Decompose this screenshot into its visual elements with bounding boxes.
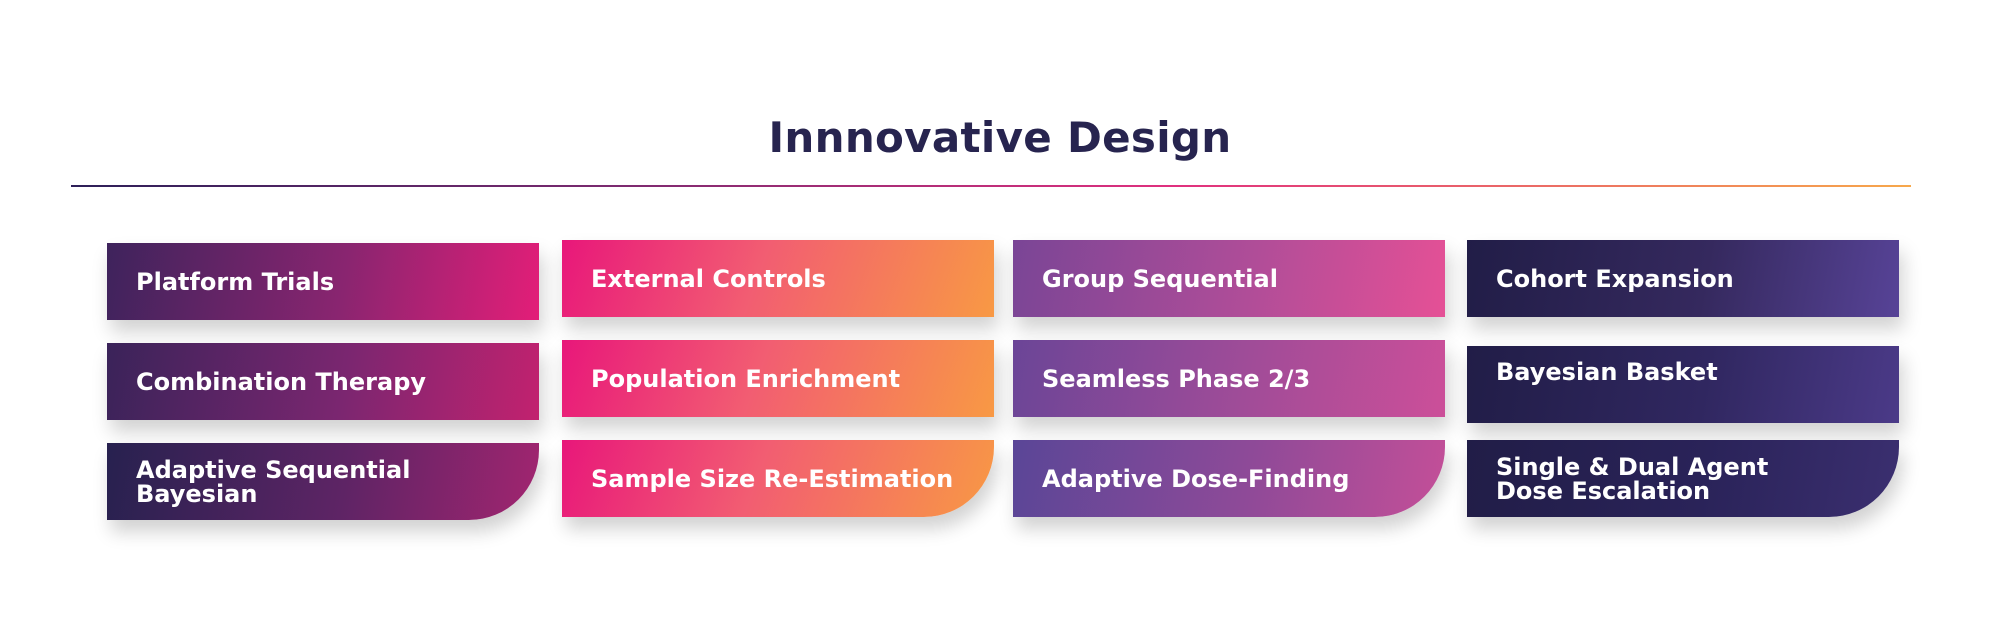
card-label: Platform Trials [136, 267, 335, 296]
card-combination-therapy[interactable]: Combination Therapy [107, 343, 539, 420]
card-platform-trials[interactable]: Platform Trials [107, 243, 539, 320]
card-label: Adaptive Sequential Bayesian [136, 455, 411, 508]
card-label: Sample Size Re-Estimation [591, 464, 954, 493]
card-population-enrichment[interactable]: Population Enrichment [562, 340, 994, 417]
title-divider [71, 185, 1911, 187]
card-label: External Controls [591, 264, 826, 293]
card-bayesian-basket[interactable]: Bayesian Basket [1467, 346, 1899, 423]
card-seamless-phase-2-3[interactable]: Seamless Phase 2/3 [1013, 340, 1445, 417]
card-external-controls[interactable]: External Controls [562, 240, 994, 317]
card-label: Single & Dual Agent Dose Escalation [1496, 452, 1769, 505]
card-label: Bayesian Basket [1496, 358, 1718, 386]
card-label: Combination Therapy [136, 367, 427, 396]
card-adaptive-sequential-bayesian[interactable]: Adaptive Sequential Bayesian [107, 443, 539, 520]
card-label: Adaptive Dose-Finding [1042, 464, 1350, 493]
card-label: Group Sequential [1042, 264, 1278, 293]
card-label: Seamless Phase 2/3 [1042, 364, 1311, 393]
card-single-dual-agent-dose-escalation[interactable]: Single & Dual Agent Dose Escalation [1467, 440, 1899, 517]
card-adaptive-dose-finding[interactable]: Adaptive Dose-Finding [1013, 440, 1445, 517]
card-cohort-expansion[interactable]: Cohort Expansion [1467, 240, 1899, 317]
card-sample-size-re-estimation[interactable]: Sample Size Re-Estimation [562, 440, 994, 517]
card-label: Cohort Expansion [1496, 264, 1734, 293]
page-title: Innnovative Design [768, 113, 1232, 162]
card-label: Population Enrichment [591, 364, 901, 393]
card-group-sequential[interactable]: Group Sequential [1013, 240, 1445, 317]
